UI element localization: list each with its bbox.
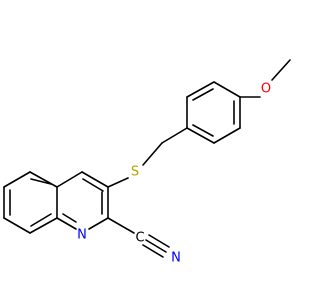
bond-c3-c4 <box>81 171 109 188</box>
bond-c8-double <box>30 213 52 227</box>
bond-ring-d <box>186 127 215 144</box>
bond-c8a-n1-double <box>62 213 77 223</box>
bond-c5-c6 <box>3 171 31 188</box>
ring-nitrogen-atom-label: N <box>77 228 87 243</box>
bond-ring-e <box>213 127 241 144</box>
bond-nitrile-triple-1 <box>145 239 167 253</box>
bond-lines <box>3 59 291 258</box>
bond-c4a-c5 <box>29 171 58 188</box>
atom-labels: O S N C N <box>77 82 271 266</box>
bond-nitrile-triple-3 <box>142 244 164 258</box>
bond-c8-c8a <box>29 217 58 234</box>
bond-sulfur-c3 <box>107 177 129 188</box>
bond-c3c4-double <box>82 178 104 192</box>
molecule-structure: O S N C N <box>3 59 291 266</box>
bond-c5-double <box>30 178 52 185</box>
bond-ring-double-2 <box>192 124 214 137</box>
bond-c2-nitrile <box>107 217 135 234</box>
bond-c4-c4a <box>56 171 83 188</box>
bond-methyl-oxygen <box>271 59 291 81</box>
nitrile-carbon-atom-label: C <box>135 231 144 246</box>
bond-ring-double-1 <box>192 88 214 101</box>
bond-nitrile-triple-2 <box>148 234 170 248</box>
bond-ring-ch2 <box>161 127 188 144</box>
bond-n1-c2 <box>88 217 109 230</box>
bond-c8a-n1 <box>56 217 77 230</box>
bond-ring-a <box>213 81 241 98</box>
sulfur-atom-label: S <box>131 165 139 180</box>
bond-ch2-sulfur <box>142 142 163 166</box>
bond-ring-b <box>186 81 215 98</box>
nitrile-nitrogen-atom-label: N <box>171 251 181 266</box>
oxygen-atom-label: O <box>261 82 271 97</box>
bond-c7-c8 <box>3 217 31 234</box>
